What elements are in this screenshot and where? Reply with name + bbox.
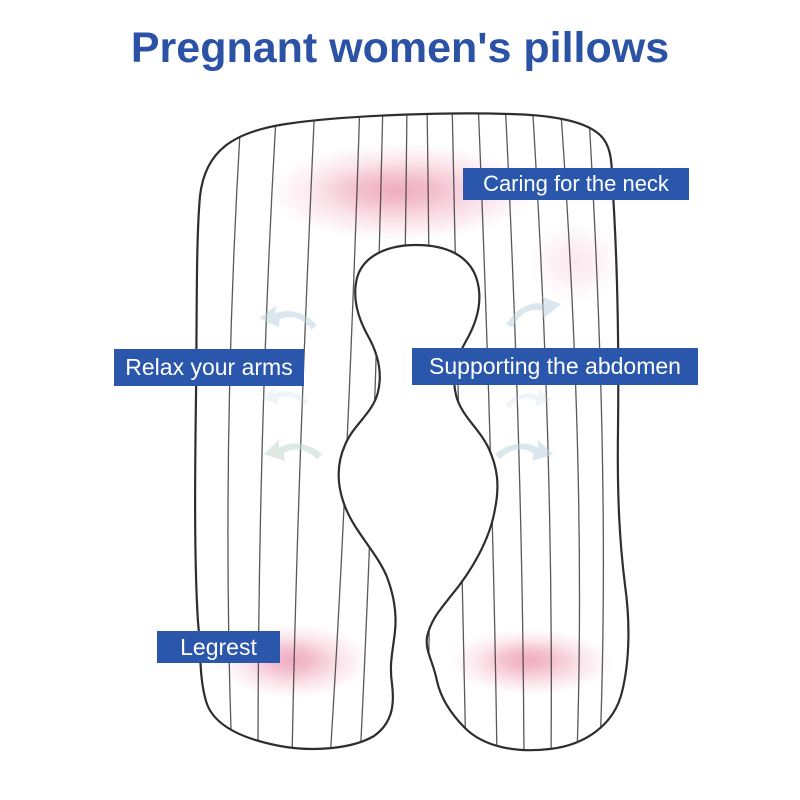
neck-label: Caring for the neck — [463, 168, 689, 200]
abdomen-label: Supporting the abdomen — [412, 348, 698, 385]
legrest-label: Legrest — [157, 631, 280, 663]
arms-label: Relax your arms — [114, 349, 304, 386]
legrest-highlight-right-core — [476, 638, 580, 682]
page-title: Pregnant women's pillows — [130, 24, 670, 72]
neck-highlight-core — [308, 160, 484, 220]
shoulder-highlight-faint — [527, 220, 623, 304]
